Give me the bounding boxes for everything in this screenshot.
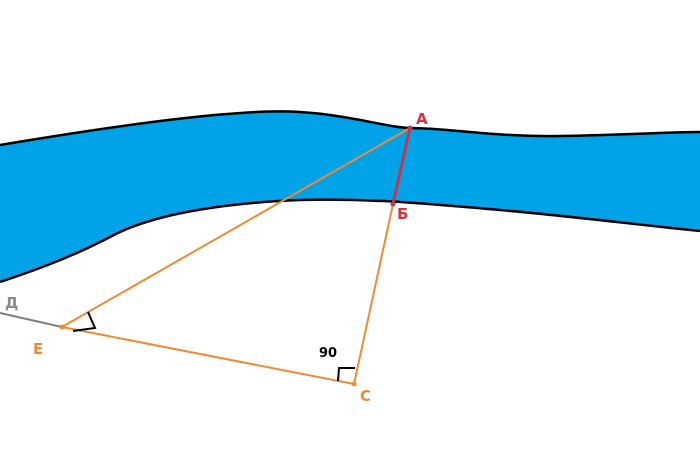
right-angle-c-mark xyxy=(337,367,355,382)
line-e-a xyxy=(61,127,411,328)
label-e: Е xyxy=(33,340,43,358)
point-e xyxy=(59,324,65,330)
point-b xyxy=(390,201,396,207)
river-lower-bank xyxy=(0,198,700,284)
segment-a-b xyxy=(391,127,412,205)
point-c xyxy=(351,381,357,387)
line-d-e xyxy=(0,312,63,328)
line-e-c xyxy=(61,326,355,385)
point-a xyxy=(407,125,413,131)
label-angle-c: 90 xyxy=(319,346,337,361)
label-d: Д xyxy=(5,294,18,312)
angle-e-mark xyxy=(72,311,97,332)
label-a: А xyxy=(416,110,428,128)
line-c-b xyxy=(353,203,394,385)
river-upper-bank xyxy=(0,110,700,147)
river xyxy=(0,111,700,282)
label-b: Б xyxy=(397,205,408,223)
label-c: С xyxy=(360,387,371,405)
